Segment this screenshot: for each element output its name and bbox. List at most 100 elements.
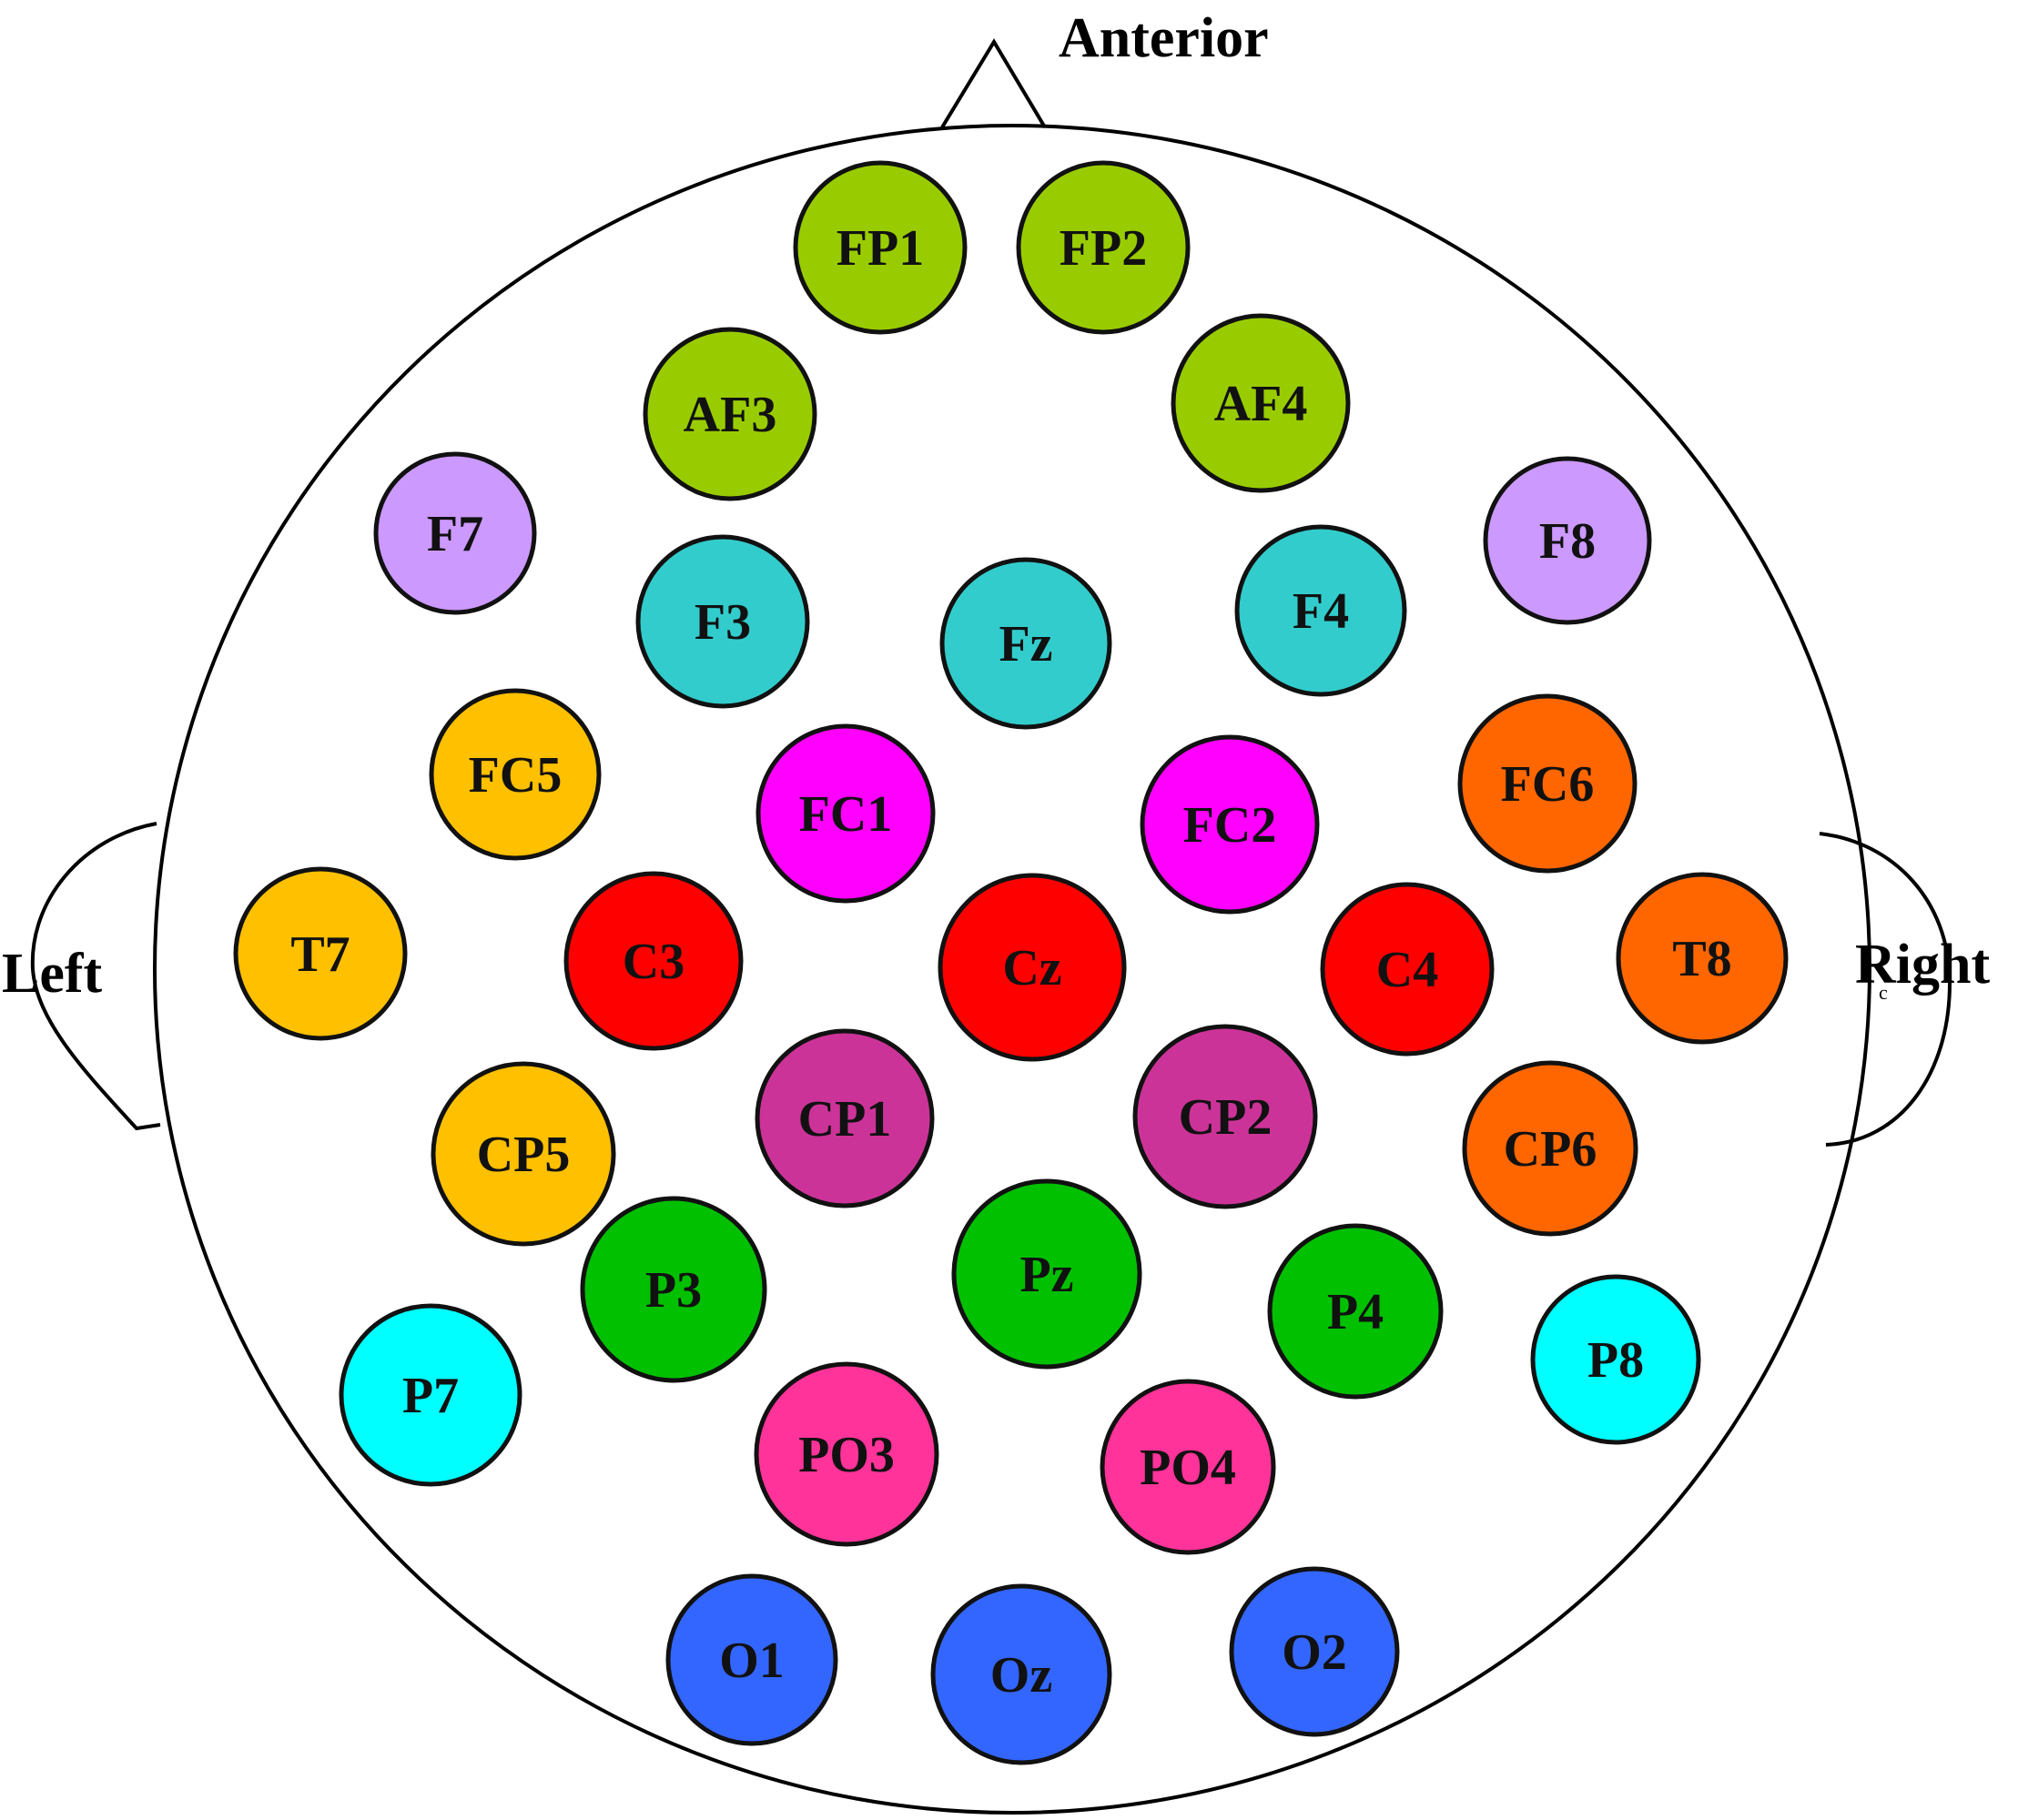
electrode-oz: Oz bbox=[930, 1583, 1112, 1765]
electrode-pz-label: Pz bbox=[1019, 1247, 1073, 1303]
left-label: Left bbox=[2, 943, 103, 1005]
electrode-c4: C4 bbox=[1320, 882, 1495, 1057]
electrode-cp2: CP2 bbox=[1132, 1024, 1318, 1209]
electrode-f8-label: F8 bbox=[1539, 513, 1596, 570]
electrode-o2-circle bbox=[1229, 1566, 1400, 1737]
electrode-f4-circle bbox=[1234, 524, 1407, 697]
electrode-fp2: FP2 bbox=[1016, 160, 1191, 335]
electrode-cp1-label: CP1 bbox=[798, 1091, 892, 1148]
electrode-f4: F4 bbox=[1234, 524, 1407, 697]
electrode-f3-circle bbox=[635, 534, 810, 709]
electrode-fc6: FC6 bbox=[1457, 693, 1638, 874]
electrode-p4: P4 bbox=[1267, 1223, 1444, 1400]
electrode-po4: PO4 bbox=[1100, 1379, 1276, 1555]
electrode-po4-circle bbox=[1100, 1379, 1276, 1555]
electrode-cp5-circle bbox=[431, 1061, 616, 1247]
electrode-po3-circle bbox=[754, 1361, 939, 1547]
electrode-oz-circle bbox=[930, 1583, 1112, 1765]
electrode-af3-circle bbox=[643, 327, 817, 501]
electrode-po3-label: PO3 bbox=[798, 1427, 895, 1483]
electrode-f4-label: F4 bbox=[1293, 583, 1349, 640]
electrode-af4: AF4 bbox=[1171, 313, 1351, 493]
electrode-cz-label: Cz bbox=[1002, 940, 1061, 996]
electrode-oz-label: Oz bbox=[990, 1647, 1052, 1704]
electrode-pz-circle bbox=[951, 1178, 1142, 1370]
electrode-f8: F8 bbox=[1483, 456, 1652, 625]
electrode-fc1-circle bbox=[755, 723, 936, 904]
head-outline bbox=[153, 124, 1871, 1815]
electrode-fp1-circle bbox=[793, 160, 968, 335]
electrode-af3: AF3 bbox=[643, 327, 817, 501]
electrode-t8-circle bbox=[1616, 872, 1789, 1045]
electrode-p7-label: P7 bbox=[402, 1368, 459, 1424]
anterior-label: Anterior bbox=[1059, 7, 1269, 69]
electrode-p3: P3 bbox=[580, 1196, 767, 1383]
electrode-cz: Cz bbox=[938, 873, 1127, 1062]
electrode-p7: P7 bbox=[339, 1303, 522, 1487]
electrode-p7-circle bbox=[339, 1303, 522, 1487]
electrode-f7: F7 bbox=[373, 451, 537, 615]
electrode-fp2-label: FP2 bbox=[1060, 220, 1147, 277]
electrode-fc6-label: FC6 bbox=[1501, 756, 1595, 813]
electrode-fc1: FC1 bbox=[755, 723, 936, 904]
electrode-c4-circle bbox=[1320, 882, 1495, 1057]
electrode-f3: F3 bbox=[635, 534, 810, 709]
electrode-o2-label: O2 bbox=[1282, 1624, 1347, 1681]
electrode-p4-circle bbox=[1267, 1223, 1444, 1400]
electrode-fc5: FC5 bbox=[429, 688, 602, 861]
electrode-o1-circle bbox=[665, 1573, 838, 1746]
electrode-af4-circle bbox=[1171, 313, 1351, 493]
electrode-fc2: FC2 bbox=[1140, 734, 1320, 915]
electrode-o2: O2 bbox=[1229, 1566, 1400, 1737]
electrode-c3: C3 bbox=[563, 871, 744, 1051]
electrode-p8-label: P8 bbox=[1587, 1332, 1644, 1389]
electrode-cp1: CP1 bbox=[755, 1028, 935, 1208]
electrode-pz: Pz bbox=[951, 1178, 1142, 1370]
electrode-f8-circle bbox=[1483, 456, 1652, 625]
nose-outline bbox=[940, 38, 1047, 129]
electrode-p3-label: P3 bbox=[645, 1262, 702, 1319]
right-label: Right bbox=[1855, 934, 1990, 996]
electrode-fz-circle bbox=[939, 557, 1112, 730]
electrode-p8: P8 bbox=[1530, 1274, 1701, 1445]
electrode-cp6: CP6 bbox=[1462, 1060, 1638, 1237]
electrode-o1: O1 bbox=[665, 1573, 838, 1746]
electrode-cz-circle bbox=[938, 873, 1127, 1062]
electrode-fp1: FP1 bbox=[793, 160, 968, 335]
electrode-fp2-circle bbox=[1016, 160, 1191, 335]
electrode-p3-circle bbox=[580, 1196, 767, 1383]
electrode-t7-label: T7 bbox=[290, 926, 350, 983]
electrode-f3-label: F3 bbox=[695, 594, 751, 651]
electrode-f7-circle bbox=[373, 451, 537, 615]
electrode-f7-label: F7 bbox=[427, 506, 483, 562]
electrode-af3-label: AF3 bbox=[684, 387, 777, 443]
electrode-fc2-circle bbox=[1140, 734, 1320, 915]
left-ear-outline bbox=[30, 822, 161, 1131]
electrode-fc5-label: FC5 bbox=[469, 747, 563, 804]
electrode-t8-label: T8 bbox=[1672, 931, 1731, 987]
electrode-fc6-circle bbox=[1457, 693, 1638, 874]
electrode-c3-circle bbox=[563, 871, 744, 1051]
electrode-c4-label: C4 bbox=[1376, 942, 1438, 998]
electrode-cp2-circle bbox=[1132, 1024, 1318, 1209]
stray-mark-label: c bbox=[1879, 981, 1888, 1004]
electrode-t8: T8 bbox=[1616, 872, 1789, 1045]
electrode-t7: T7 bbox=[233, 866, 408, 1041]
electrode-fz-label: Fz bbox=[999, 616, 1052, 672]
electrode-fz: Fz bbox=[939, 557, 1112, 730]
electrode-p8-circle bbox=[1530, 1274, 1701, 1445]
electrode-fc1-label: FC1 bbox=[799, 786, 893, 843]
electrode-po4-label: PO4 bbox=[1140, 1440, 1236, 1496]
electrode-cp5: CP5 bbox=[431, 1061, 616, 1247]
electrode-cp6-label: CP6 bbox=[1504, 1121, 1597, 1178]
electrode-cp2-label: CP2 bbox=[1179, 1089, 1273, 1146]
electrode-cp1-circle bbox=[755, 1028, 935, 1208]
electrode-cp6-circle bbox=[1462, 1060, 1638, 1237]
electrode-po3: PO3 bbox=[754, 1361, 939, 1547]
electrode-fc5-circle bbox=[429, 688, 602, 861]
electrode-af4-label: AF4 bbox=[1214, 376, 1308, 432]
electrode-fc2-label: FC2 bbox=[1183, 797, 1277, 854]
electrode-p4-label: P4 bbox=[1327, 1284, 1384, 1340]
